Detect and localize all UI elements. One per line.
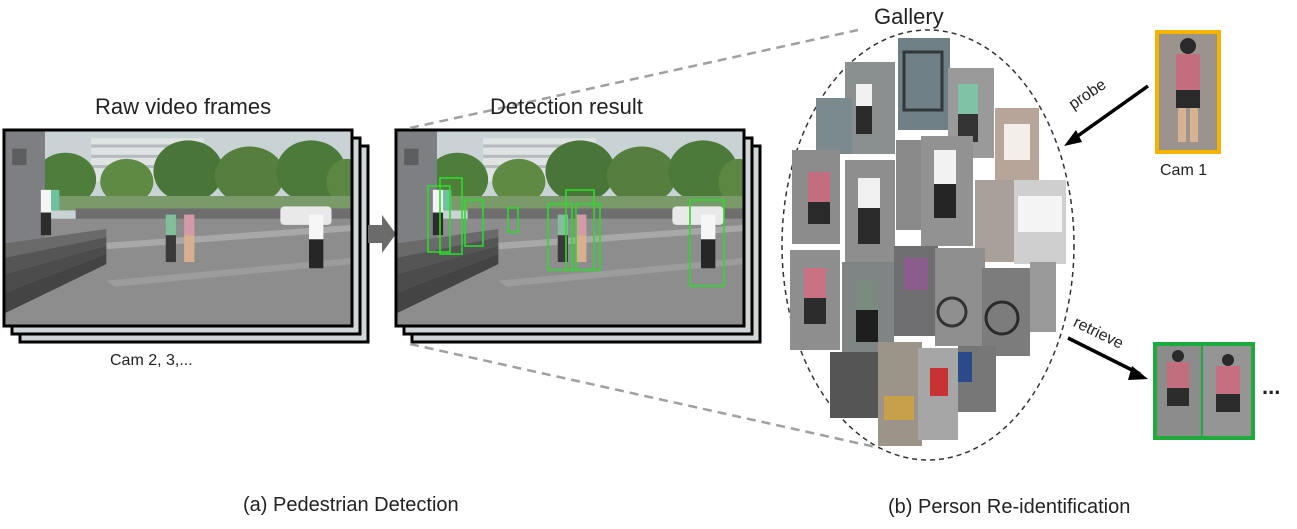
probe-arrow-icon — [1064, 84, 1150, 146]
detection-frame-front — [394, 128, 746, 328]
gallery-crops — [790, 38, 1066, 446]
detection-frames-stack — [394, 128, 762, 344]
caption-left: (a) Pedestrian Detection — [243, 494, 459, 516]
retrieve-arrow-icon — [1067, 336, 1148, 380]
gallery-crop — [935, 248, 985, 346]
retrieved-results — [1153, 342, 1255, 440]
process-arrow-icon — [368, 215, 396, 253]
caption-right: (b) Person Re-identification — [888, 496, 1131, 518]
gallery-crop — [816, 98, 852, 154]
gallery-crop — [1030, 262, 1056, 332]
zoom-line-bottom — [409, 342, 881, 450]
detection-box — [689, 199, 725, 287]
raw-frames-caption: Cam 2, 3,... — [110, 352, 193, 369]
raw-frames-stack — [2, 128, 370, 344]
gallery-crop — [982, 268, 1030, 356]
detection-boxes — [427, 177, 725, 287]
detection-box — [547, 203, 573, 271]
detection-box — [507, 207, 519, 233]
detection-box — [575, 203, 601, 271]
zoom-line-top — [409, 28, 859, 130]
gallery-crop — [878, 342, 922, 446]
retrieve-ellipsis: ... — [1262, 374, 1281, 399]
raw-frame-front — [2, 128, 354, 328]
gallery-ellipse — [781, 29, 1075, 461]
probe-camera-label: Cam 1 — [1160, 162, 1208, 179]
detection-box — [439, 177, 463, 255]
gallery-crop — [830, 352, 878, 418]
detection-box — [427, 185, 451, 253]
gallery-title: Gallery — [874, 4, 944, 29]
detection-title: Detection result — [490, 94, 643, 119]
detection-box — [464, 199, 484, 247]
probe-image — [1155, 30, 1221, 154]
raw-frames-title: Raw video frames — [95, 94, 272, 119]
